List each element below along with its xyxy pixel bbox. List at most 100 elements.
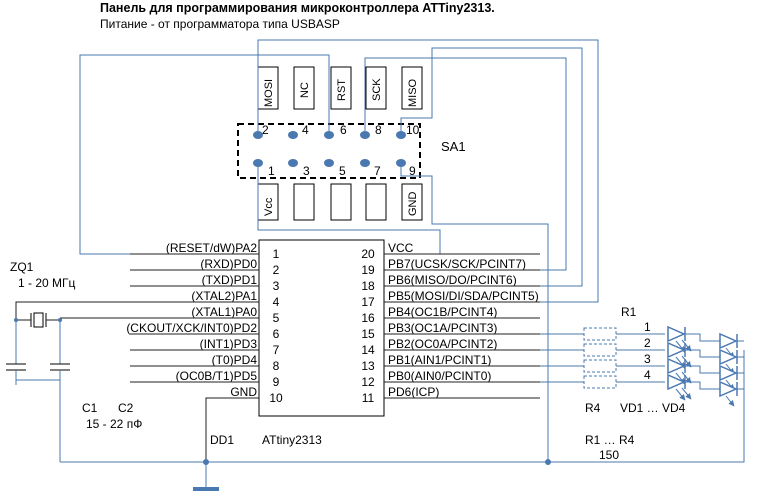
chip-pin-number: 3 [273,279,280,293]
connector-label-box-rst [330,66,352,110]
led-diode [667,373,686,391]
connector-designator: SA1 [441,139,466,154]
wire-miso [384,47,583,287]
led-number: 2 [644,336,651,350]
diagram-subtitle: Питание - от программатора типа USBASP [100,17,340,31]
connector-label-gnd: GND [407,192,419,217]
chip-pin-number: 6 [273,327,280,341]
wire-cap-join [15,379,60,385]
chip-designator: DD1 [210,433,234,447]
connector-pin-number: 4 [302,123,309,137]
connector-pin-dot [324,131,334,139]
connector-pin-dot [396,159,406,167]
chip-pin-number: 14 [361,343,375,357]
chip-pin-label: (INT1)PD3 [200,337,258,351]
resistor [583,343,617,357]
chip-pin-label: PB7(UCSK/SCK/PCINT7) [388,257,526,271]
crystal-body [33,312,44,328]
chip-pin-label: (CKOUT/XCK/INT0)PD2 [126,321,257,335]
crystal-designator: ZQ1 [10,260,34,274]
led-number: 3 [644,352,651,366]
connector-label-mosi: MOSI [263,79,275,107]
resistor-designator: R1 [621,305,637,319]
chip-pin-label: PD6(ICP) [388,385,439,399]
led-arrow [681,371,692,384]
wire-chip-gnd [205,397,259,462]
chip-pin-number: 7 [273,343,280,357]
chip-pin-number: 11 [362,391,375,405]
chip-pin-label: (RESET/dW)PA2 [166,241,257,255]
led-diode [667,357,686,375]
crystal-zq1: ZQ1 1 - 20 МГц C1 C2 15 - 22 пФ [6,260,259,462]
chip-pin-label: PB2(OC0A/PCINT2) [388,337,497,351]
chip-pin-label: (T0)PD4 [212,353,258,367]
chip-pin-label: (XTAL1)PA0 [191,305,257,319]
chip-pin-label: PB4(OC1B/PCINT4) [388,305,497,319]
led-diode [667,325,686,343]
chip-pin-label: PB6(MISO/DO/PCINT6) [388,273,517,287]
chip-pin-label: GND [230,385,257,399]
led-diode [719,364,738,382]
resistor-bottom-label: R4 [585,401,601,415]
connector-label-box-miso [401,66,423,110]
chip-pin-number: 18 [361,279,375,293]
connector-pin-number: 7 [374,164,381,178]
junction-dot [545,459,551,465]
connector-pin-number: 3 [303,164,310,178]
resistor [583,375,617,389]
resistor-range-label: R1 … R4 [585,433,635,447]
led-range-label: VD1 … VD4 [620,401,686,415]
connector-label-box-nc [293,66,315,110]
connector-label-box-sck [365,66,387,110]
chip-pin-label: (XTAL2)PA1 [191,289,257,303]
resistor-value: 150 [599,448,619,462]
chip-pin-number: 2 [273,263,280,277]
led-diode [667,341,686,359]
connector-pin-dot [360,159,370,167]
chip-pin-number: 20 [361,247,375,261]
connector-label-sck: SCK [371,78,383,101]
ground-wire [60,350,745,463]
connector-pin-number: 10 [406,123,420,137]
connector-pin-dot [396,131,406,139]
connector-pin-number: 8 [375,123,382,137]
diagram-title: Панель для программирования микроконтрол… [100,1,495,15]
connector-pin-dot [288,131,298,139]
chip-pin-label: PB0(AIN0/PCINT0) [388,369,491,383]
chip-pin-label: PB5(MOSI/DI/SDA/PCINT5) [388,289,539,303]
capacitor-label-c1: C1 [82,401,98,415]
chip-pin-number: 10 [269,391,283,405]
led-arrow [675,388,686,401]
connector-pin-number: 1 [268,164,275,178]
chip-pin-label: (RXD)PD0 [200,257,257,271]
led-number: 4 [644,368,651,382]
connector-pin-dot [324,159,334,167]
connector-pin-dot [253,159,263,167]
led-wire [685,349,720,358]
connector-label-box-gnd [401,183,423,221]
connector-pin-number: 6 [340,123,347,137]
led-arrow [681,339,692,352]
led-arrow [725,395,735,407]
led-diode [719,348,738,366]
ground-rail [60,350,745,491]
wire-xtal2 [15,301,259,320]
connector-pin-number: 2 [262,123,269,137]
led-wire [685,365,720,374]
chip-pin-number: 12 [361,375,375,389]
chip-pin-number: 8 [273,359,280,373]
led-arrow [681,355,692,368]
led-wire [685,333,720,342]
chip-pin-number: 17 [361,295,375,309]
led-wire [685,381,720,390]
led-arrow [681,387,692,400]
resistor [583,359,617,373]
chip-pin-number: 15 [361,327,375,341]
wire-gnd-connector [400,167,549,462]
chip-pin-number: 16 [361,311,375,325]
capacitor-label-c2: C2 [118,401,134,415]
connector-label-miso: MISO [407,78,419,107]
connector-label-vcc: Vcc [263,197,275,216]
